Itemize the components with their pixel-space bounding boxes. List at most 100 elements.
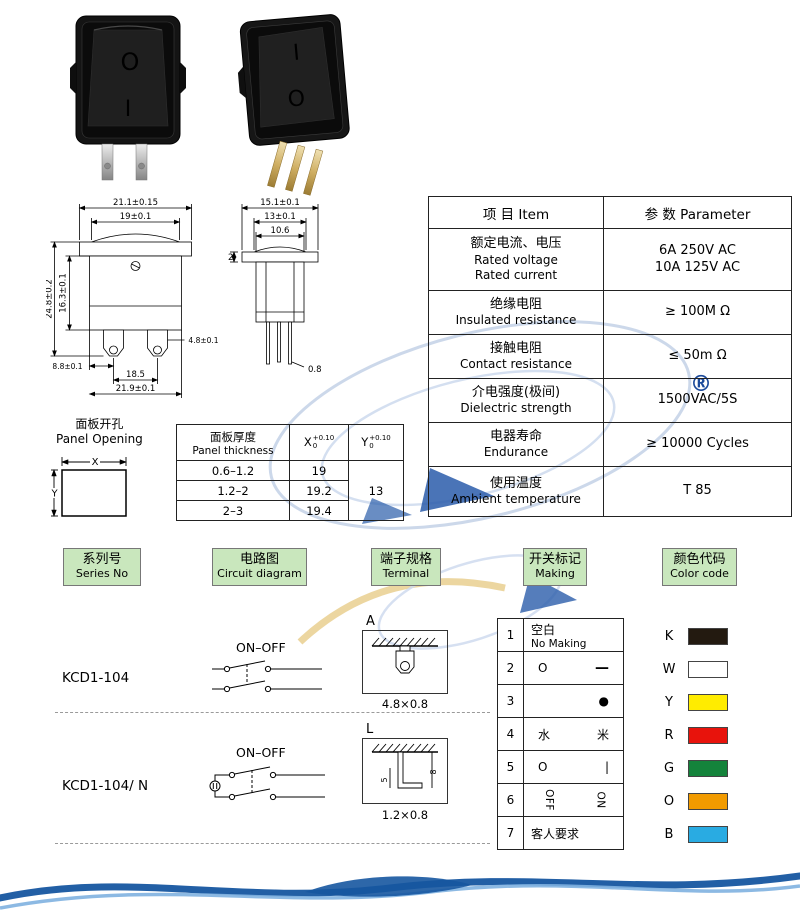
panel-opening-label-cn: 面板开孔 bbox=[75, 417, 124, 431]
dim-front-tab-offset: 8.8±0.1 bbox=[52, 362, 82, 371]
making-row: 3 ● bbox=[497, 684, 624, 718]
spec-item-en: Rated voltage bbox=[474, 252, 558, 267]
spec-item-cn: 电器寿命 bbox=[489, 428, 542, 444]
rocker-mark-bottom: I bbox=[125, 97, 132, 122]
terminal-a-dimension: 4.8×0.8 bbox=[381, 697, 429, 711]
spec-param: 6A 250V AC bbox=[659, 242, 736, 258]
spec-item-en: Rated current bbox=[474, 267, 558, 282]
panel-opening-drawing: X Y bbox=[50, 457, 127, 517]
spec-item-cn: 绝缘电阻 bbox=[489, 296, 542, 312]
spec-item-cn: 介电强度(极间) bbox=[471, 384, 561, 400]
panel-thickness-header-cn: 面板厚度 bbox=[210, 429, 256, 444]
spec-param: 10A 125V AC bbox=[654, 259, 741, 275]
spec-item-cn: 使用温度 bbox=[489, 475, 542, 491]
panel-thickness-row: 2–3 19.4 bbox=[176, 500, 404, 521]
panel-thickness-row: 1.2–2 19.2 bbox=[176, 480, 404, 501]
color-row: G bbox=[661, 752, 728, 785]
spec-header-parameter: 参 数 Parameter bbox=[603, 196, 792, 229]
terminal-l-dim-5: 5 bbox=[380, 777, 389, 782]
spec-param: 1500VAC/5S bbox=[657, 392, 738, 408]
spec-row-contact: 接触电阻 Contact resistance ≤ 50m Ω bbox=[428, 334, 792, 379]
dim-front-body-width: 21.9±0.1 bbox=[116, 384, 156, 394]
color-row: W bbox=[661, 653, 728, 686]
spec-param: ≤ 50m Ω bbox=[668, 348, 727, 364]
terminal-l-drawing: 5 8 bbox=[362, 738, 448, 804]
spec-param: T 85 bbox=[683, 483, 712, 499]
dim-front-tab-pitch: 18.5 bbox=[126, 370, 145, 380]
front-view-drawing: 21.1±0.15 19±0.1 16.3±0.1 24.8±0.2 4.8±0… bbox=[46, 198, 219, 398]
side-view-drawing: 15.1±0.1 13±0.1 10.6 2 0.8 bbox=[228, 198, 322, 375]
making-row: 7 客人要求 bbox=[497, 816, 624, 850]
circuit-diagram-2 bbox=[209, 766, 325, 801]
panel-thickness-header-en: Panel thickness bbox=[192, 444, 274, 457]
circuit-label-1: ON–OFF bbox=[236, 640, 286, 655]
rocker-mark-top: I bbox=[292, 40, 301, 65]
terminal-l-dimension: 1.2×0.8 bbox=[381, 808, 429, 822]
panel-thickness-row: 0.6–1.2 19 13 bbox=[176, 460, 404, 521]
dim-side-flange-thickness: 2 bbox=[228, 253, 233, 263]
series-name-2: KCD1-104/ N bbox=[62, 778, 149, 794]
dim-side-flange-width: 15.1±0.1 bbox=[260, 198, 300, 208]
terminal-a-label: A bbox=[366, 614, 375, 629]
dim-side-body-width: 10.6 bbox=[271, 226, 290, 236]
panel-y-value: 13 bbox=[348, 460, 404, 521]
spec-item-cn: 额定电流、电压 bbox=[470, 236, 562, 252]
product-photo-switch-2: I O bbox=[237, 14, 350, 196]
spec-item-en: Ambient temperature bbox=[451, 492, 581, 507]
color-row: O bbox=[661, 785, 728, 818]
rocker-mark-bottom: O bbox=[287, 86, 306, 112]
spec-item-en: Insulated resistance bbox=[455, 313, 577, 328]
color-swatch bbox=[688, 661, 728, 678]
dim-front-rocker-width: 19±0.1 bbox=[120, 212, 151, 222]
dim-front-flange-width: 21.1±0.15 bbox=[113, 198, 158, 208]
dim-front-tab-width: 4.8±0.1 bbox=[188, 336, 218, 345]
color-row: Y bbox=[661, 686, 728, 719]
rocker-mark-top: O bbox=[121, 48, 140, 76]
spec-row-temperature: 使用温度 Ambient temperature T 85 bbox=[428, 466, 792, 517]
spec-item-en: Dielectric strength bbox=[460, 401, 572, 416]
series-name-1: KCD1-104 bbox=[62, 670, 130, 686]
footer-wave-decoration bbox=[0, 872, 800, 910]
color-swatch bbox=[688, 628, 728, 645]
dim-side-rocker-width: 13±0.1 bbox=[264, 212, 295, 222]
row-divider bbox=[55, 843, 490, 844]
circuit-diagram-1 bbox=[212, 660, 322, 693]
terminal-a-drawing bbox=[362, 630, 448, 694]
color-swatch bbox=[688, 793, 728, 810]
spec-row-endurance: 电器寿命 Endurance ≥ 10000 Cycles bbox=[428, 422, 792, 467]
spec-item-cn: 接触电阻 bbox=[489, 340, 542, 356]
spec-table: 项 目 Item 参 数 Parameter 额定电流、电压 Rated vol… bbox=[428, 196, 792, 517]
making-row: 5 O| bbox=[497, 750, 624, 784]
color-row: R bbox=[661, 719, 728, 752]
color-swatch bbox=[688, 694, 728, 711]
panel-y-label: Y bbox=[50, 489, 58, 500]
panel-opening-label: 面板开孔 Panel Opening bbox=[56, 417, 143, 447]
spec-param: ≥ 100M Ω bbox=[664, 304, 731, 320]
spec-item-en: Endurance bbox=[483, 445, 549, 460]
making-row: 2 O— bbox=[497, 651, 624, 685]
dim-side-pin-thickness: 0.8 bbox=[308, 365, 322, 375]
spec-row-dielectric: 介电强度(极间) Dielectric strength 1500VAC/5S bbox=[428, 378, 792, 423]
row-divider bbox=[55, 712, 490, 713]
spec-row-rated: 额定电流、电压 Rated voltage Rated current 6A 2… bbox=[428, 228, 792, 291]
color-swatch bbox=[688, 760, 728, 777]
spec-row-insulation: 绝缘电阻 Insulated resistance ≥ 100M Ω bbox=[428, 290, 792, 335]
making-row: 1 空白 No Making bbox=[497, 618, 624, 652]
color-swatch bbox=[688, 727, 728, 744]
panel-x-label: X bbox=[92, 457, 99, 468]
making-row: 4 水米 bbox=[497, 717, 624, 751]
color-row: B bbox=[661, 818, 728, 851]
color-code-list: K W Y R G O B bbox=[661, 620, 728, 851]
spec-header-item: 项 目 Item bbox=[428, 196, 604, 229]
product-photo-switch-1: O I bbox=[70, 15, 186, 181]
spec-param: ≥ 10000 Cycles bbox=[646, 436, 749, 452]
terminal-l-label: L bbox=[366, 722, 374, 737]
